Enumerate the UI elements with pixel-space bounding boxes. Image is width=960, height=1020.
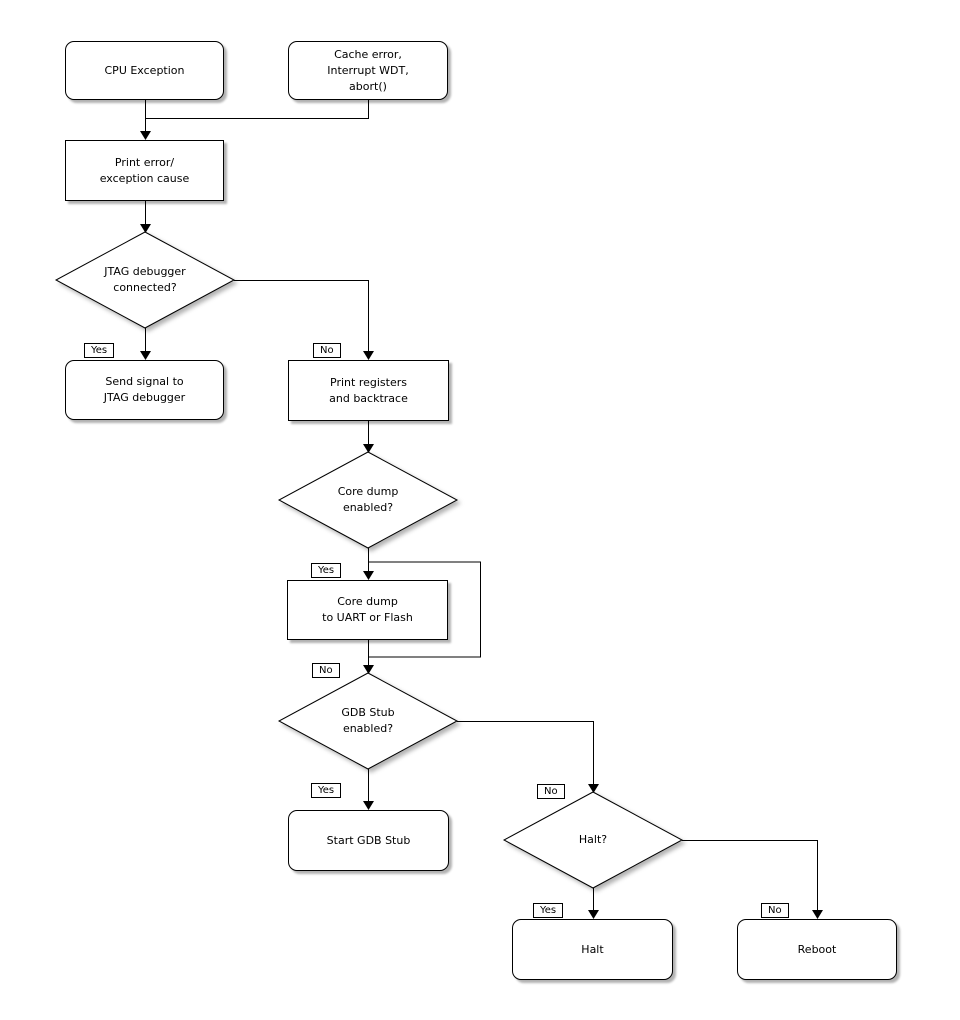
node-reboot: Reboot: [737, 919, 897, 980]
arrowhead: [363, 571, 374, 580]
arrowhead: [588, 784, 599, 793]
edge-print-error-to-jtag: [140, 200, 151, 233]
edge-core-box-to-gdb: [363, 640, 374, 674]
edge-halt-yes-to-halt: [588, 888, 599, 919]
edge-label-gdb-yes: Yes: [311, 783, 342, 798]
node-print-error-cause: Print error/ exception cause: [65, 140, 224, 201]
node-print-registers-backtrace: Print registers and backtrace: [288, 360, 449, 421]
edge-label-jtag-no: No: [313, 343, 341, 358]
edge-gdb-yes-to-start: [363, 769, 374, 810]
arrowhead: [140, 351, 151, 360]
edge-label-core-dump-no: No: [312, 663, 340, 678]
node-send-signal-jtag: Send signal to JTAG debugger: [65, 360, 224, 420]
edge-gdb-no-to-halt-decision: [457, 721, 599, 793]
edge-label-halt-no: No: [761, 903, 789, 918]
decision-halt-shape: [502, 791, 684, 889]
arrowhead: [363, 444, 374, 453]
arrowhead: [140, 131, 151, 140]
decision-jtag-connected-shape: [54, 231, 236, 329]
edge-halt-no-to-reboot: [682, 840, 823, 919]
node-cpu-exception: CPU Exception: [65, 41, 224, 100]
arrowhead: [363, 351, 374, 360]
arrowhead: [812, 910, 823, 919]
arrowhead: [363, 665, 374, 674]
edge-core-dump-yes-to-box: [363, 548, 374, 580]
edge-merge-to-print-error: [140, 100, 369, 140]
edge-label-halt-yes: Yes: [533, 903, 564, 918]
edge-label-gdb-no: No: [537, 784, 565, 799]
arrowhead: [363, 801, 374, 810]
edge-jtag-yes-to-send-signal: [140, 328, 151, 360]
node-cache-error-wdt-abort: Cache error, Interrupt WDT, abort(): [288, 41, 448, 100]
edge-core-dump-no-bypass: [368, 561, 481, 658]
arrowhead: [140, 224, 151, 233]
edge-jtag-no-to-print-registers: [234, 280, 374, 360]
decision-gdb-stub-enabled-shape: [277, 672, 459, 770]
edge-label-core-dump-yes: Yes: [311, 563, 342, 578]
arrowhead: [588, 910, 599, 919]
decision-core-dump-enabled-shape: [277, 451, 459, 549]
edge-label-jtag-yes: Yes: [84, 343, 115, 358]
node-core-dump-uart-flash: Core dump to UART or Flash: [287, 580, 448, 640]
edge-print-registers-to-core-dump: [363, 421, 374, 453]
node-start-gdb-stub: Start GDB Stub: [288, 810, 449, 871]
node-halt: Halt: [512, 919, 673, 980]
